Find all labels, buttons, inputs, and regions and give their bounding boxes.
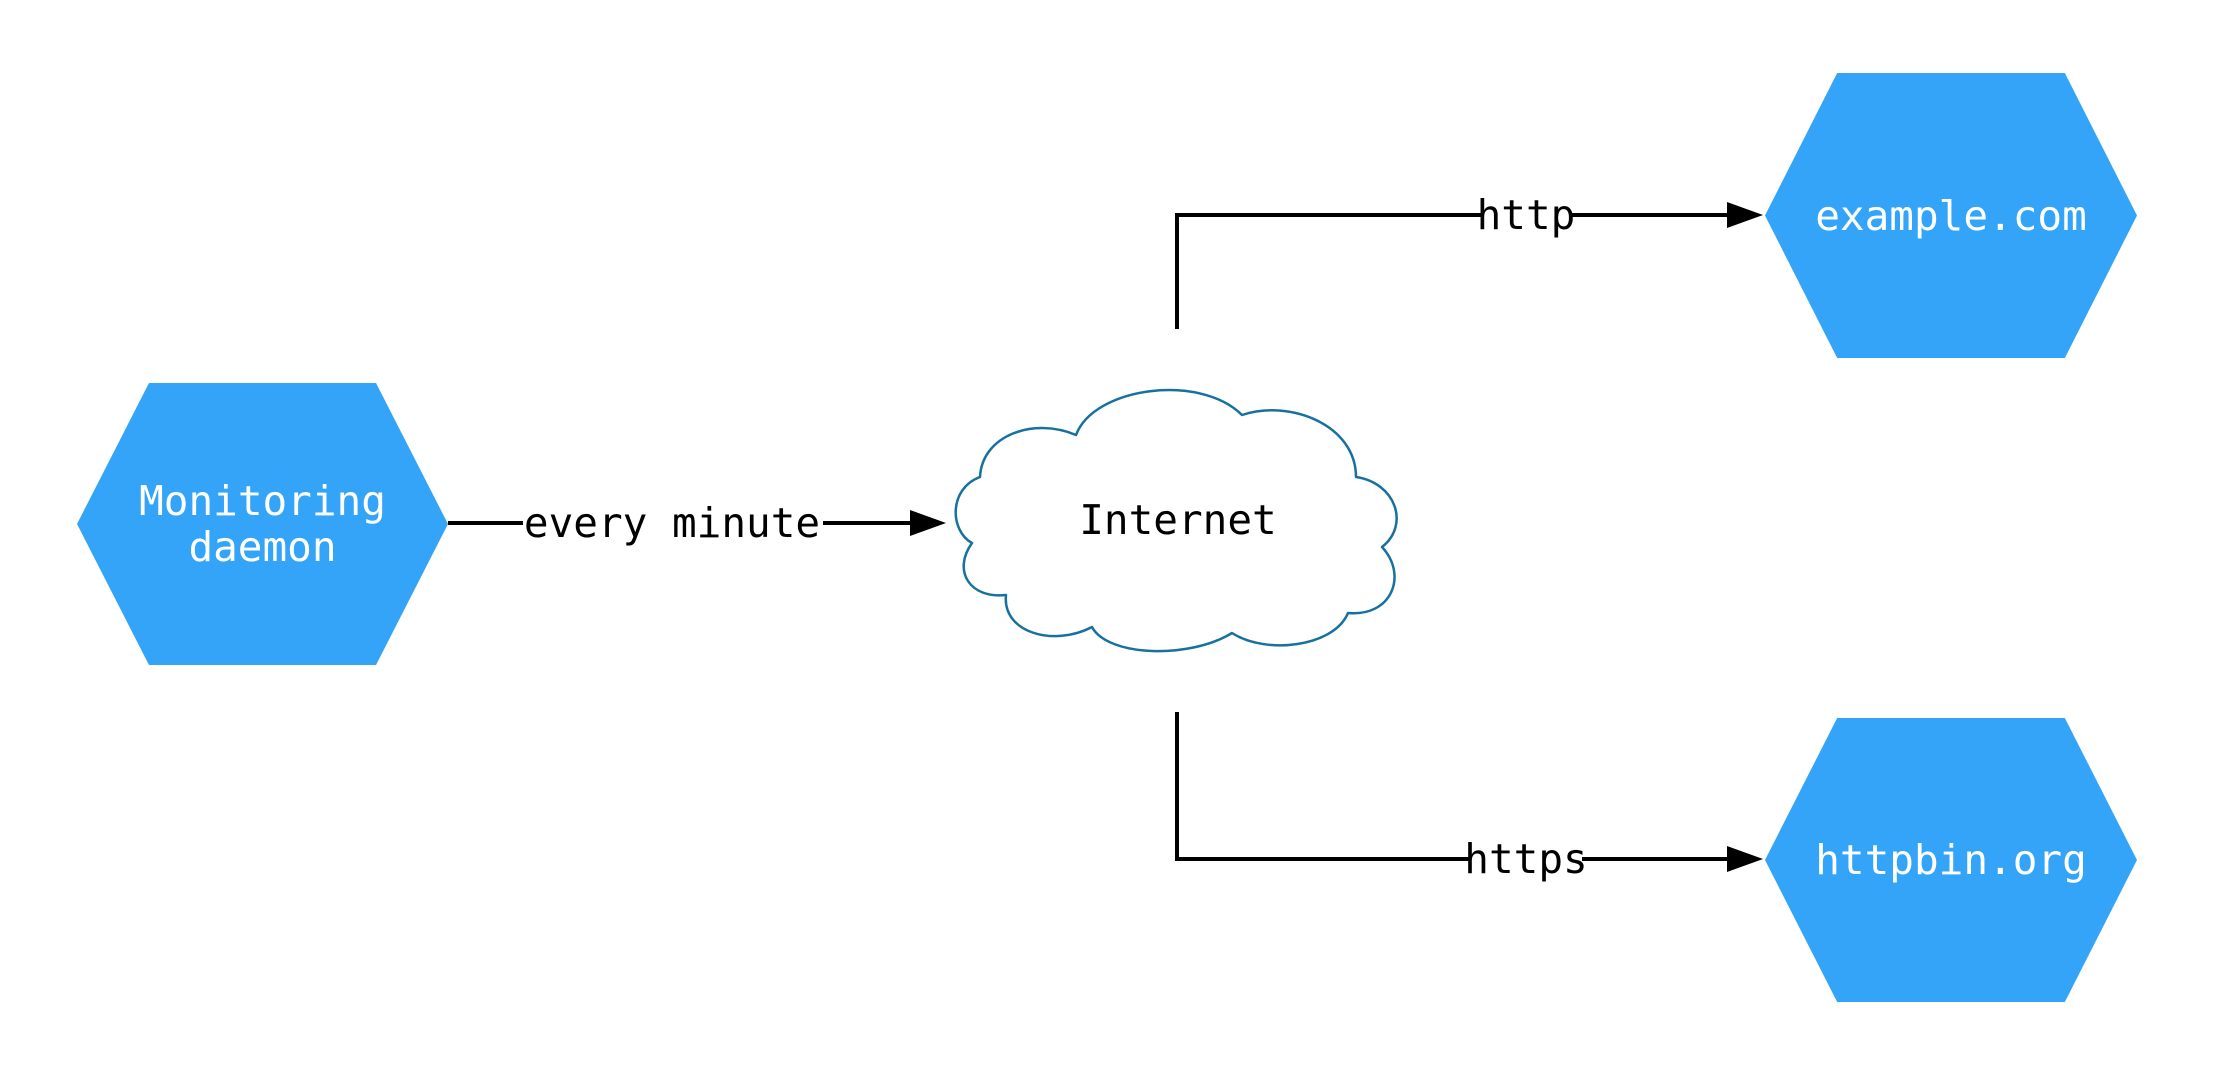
node-example-com-label: example.com xyxy=(1815,191,2087,240)
node-monitoring-daemon-label-line1: Monitoring xyxy=(139,477,386,525)
edge-http-label: http xyxy=(1476,191,1576,239)
edge-every-minute-label: every minute xyxy=(523,499,821,547)
edge-https-label: https xyxy=(1464,835,1588,883)
node-httpbin-org: httpbin.org xyxy=(1765,718,2137,1002)
node-monitoring-daemon-label-line2: daemon xyxy=(188,523,337,571)
edge-every-minute-arrowhead xyxy=(910,510,946,536)
node-example-com: example.com xyxy=(1765,73,2137,358)
node-monitoring-daemon: Monitoring daemon xyxy=(77,383,448,665)
edge-https-line-start xyxy=(1175,712,1470,861)
edge-http-line-start xyxy=(1175,213,1482,329)
edge-https-arrowhead xyxy=(1727,846,1763,872)
node-internet-label: Internet xyxy=(1079,496,1277,544)
cloud-shape xyxy=(954,388,1398,653)
node-httpbin-org-label: httpbin.org xyxy=(1815,836,2087,884)
edge-http-arrowhead xyxy=(1727,202,1763,228)
